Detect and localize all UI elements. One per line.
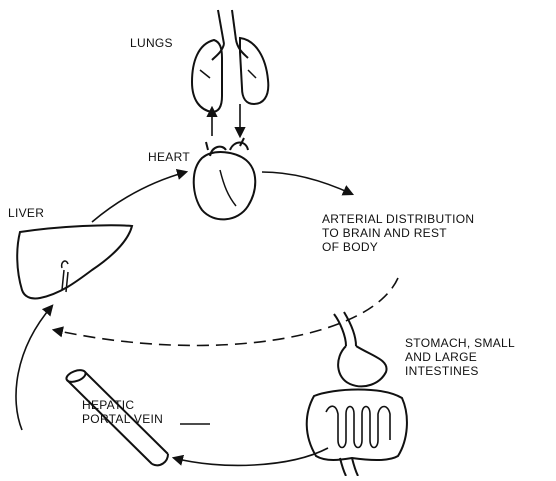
circulation-diagram: LUNGS HEART LIVER ARTERIAL DISTRIBUTION … [0, 0, 556, 476]
portal-leader-overlay [0, 0, 556, 476]
